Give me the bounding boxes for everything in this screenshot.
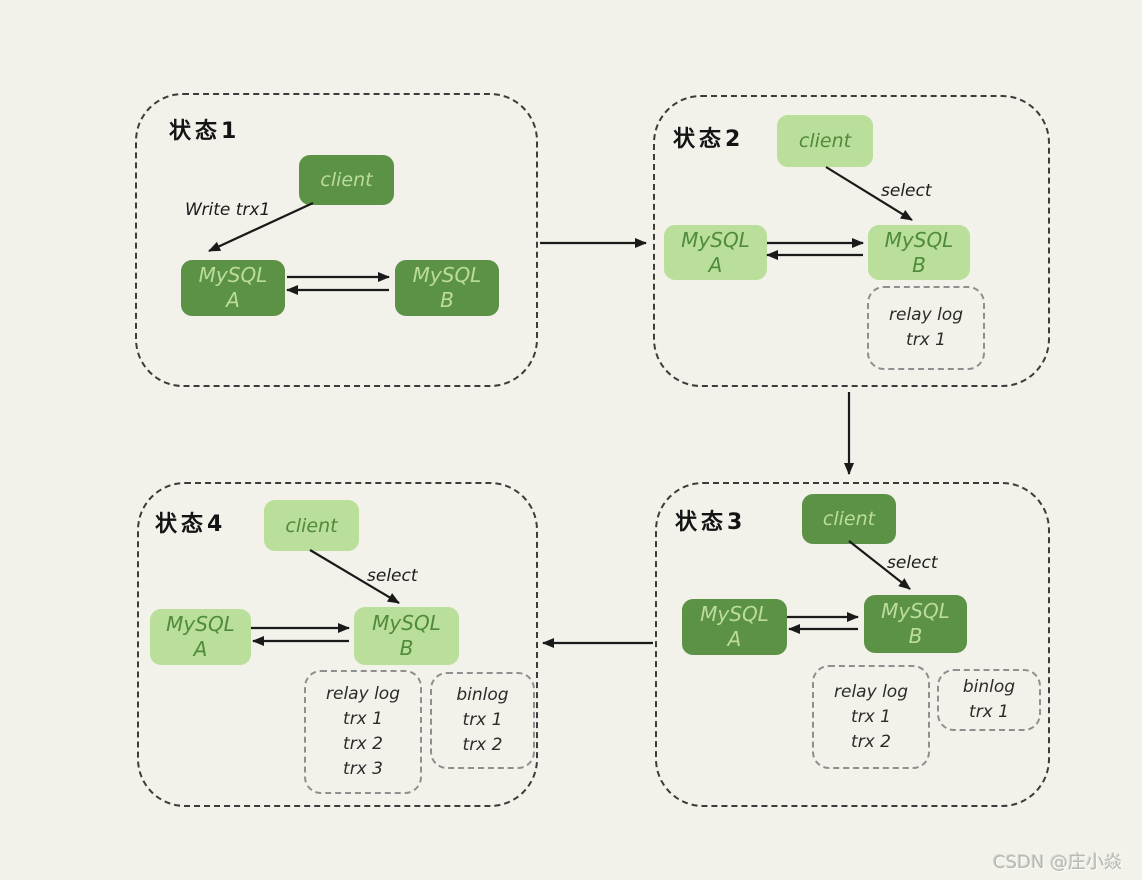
state-1-client-box: client: [299, 155, 394, 205]
state-2-mysql-b-box: MySQL B: [868, 225, 970, 280]
log-entry: trx 2: [851, 731, 891, 752]
state-1-label: 状态1: [169, 119, 241, 144]
mysql-suffix: B: [908, 624, 923, 648]
state-4-relay-log-box: relay log trx 1 trx 2 trx 3: [304, 670, 422, 794]
state-3-panel: 状态3 client select MySQL A MySQL B relay …: [655, 482, 1050, 807]
client-label: client: [320, 169, 373, 191]
log-entry: trx 1: [462, 710, 503, 730]
log-title: relay log: [834, 681, 908, 702]
mysql-name: MySQL: [412, 263, 482, 287]
mysql-suffix: B: [912, 252, 926, 277]
state-2-label: 状态2: [673, 127, 745, 152]
state-1-mysql-a-box: MySQL A: [181, 260, 285, 316]
log-entry: trx 1: [343, 709, 383, 729]
client-label: client: [285, 514, 338, 537]
state-1-write-trx-label: Write trx1: [185, 200, 271, 220]
mysql-suffix: B: [440, 288, 454, 312]
log-title: relay log: [889, 305, 963, 325]
state-3-label: 状态3: [675, 510, 747, 535]
mysql-suffix: A: [193, 637, 208, 661]
log-title: binlog: [962, 677, 1016, 697]
mysql-name: MySQL: [166, 612, 235, 636]
state-4-binlog-box: binlog trx 1 trx 2: [430, 672, 535, 769]
state-3-relay-log-box: relay log trx 1 trx 2: [812, 665, 930, 769]
state-2-select-label: select: [881, 181, 932, 201]
log-entry: trx 2: [343, 734, 383, 754]
state-3-binlog-box: binlog trx 1: [937, 669, 1041, 731]
state-4-client-box: client: [264, 500, 359, 551]
log-entry: trx 1: [969, 702, 1009, 722]
mysql-name: MySQL: [700, 602, 769, 626]
log-entry: trx 2: [462, 735, 503, 755]
state-1-panel: 状态1 client Write trx1 MySQL A MySQL B: [135, 93, 538, 387]
state-3-mysql-b-box: MySQL B: [864, 595, 967, 653]
mysql-name: MySQL: [372, 611, 441, 635]
state-4-mysql-b-box: MySQL B: [354, 607, 459, 665]
log-entry: trx 3: [343, 759, 383, 779]
mysql-name: MySQL: [681, 227, 750, 252]
client-label: client: [798, 130, 852, 152]
client-label: client: [822, 508, 876, 530]
state-2-panel: 状态2 client select MySQL A MySQL B relay …: [653, 95, 1050, 387]
log-title: relay log: [326, 684, 400, 704]
mysql-name: MySQL: [881, 599, 950, 623]
state-2-client-box: client: [777, 115, 873, 167]
log-entry: trx 1: [906, 330, 946, 350]
state-4-mysql-a-box: MySQL A: [150, 609, 251, 665]
state-4-panel: 状态4 client select MySQL A MySQL B relay …: [137, 482, 538, 807]
state-1-mysql-b-box: MySQL B: [395, 260, 499, 316]
mysql-suffix: A: [727, 627, 742, 651]
mysql-suffix: A: [708, 252, 723, 277]
log-entry: trx 1: [851, 706, 891, 727]
state-2-mysql-a-box: MySQL A: [664, 225, 767, 280]
mysql-name: MySQL: [884, 227, 954, 252]
state-2-relay-log-box: relay log trx 1: [867, 286, 985, 370]
mysql-name: MySQL: [198, 263, 268, 287]
mysql-suffix: A: [226, 288, 240, 312]
state-3-mysql-a-box: MySQL A: [682, 599, 787, 655]
state-3-client-box: client: [802, 494, 896, 544]
state-3-select-label: select: [887, 553, 938, 573]
state-4-select-label: select: [367, 566, 418, 586]
log-title: binlog: [456, 685, 509, 705]
mysql-suffix: B: [399, 636, 414, 660]
csdn-watermark: CSDN @庄小焱: [993, 852, 1123, 873]
state-4-label: 状态4: [155, 512, 227, 537]
